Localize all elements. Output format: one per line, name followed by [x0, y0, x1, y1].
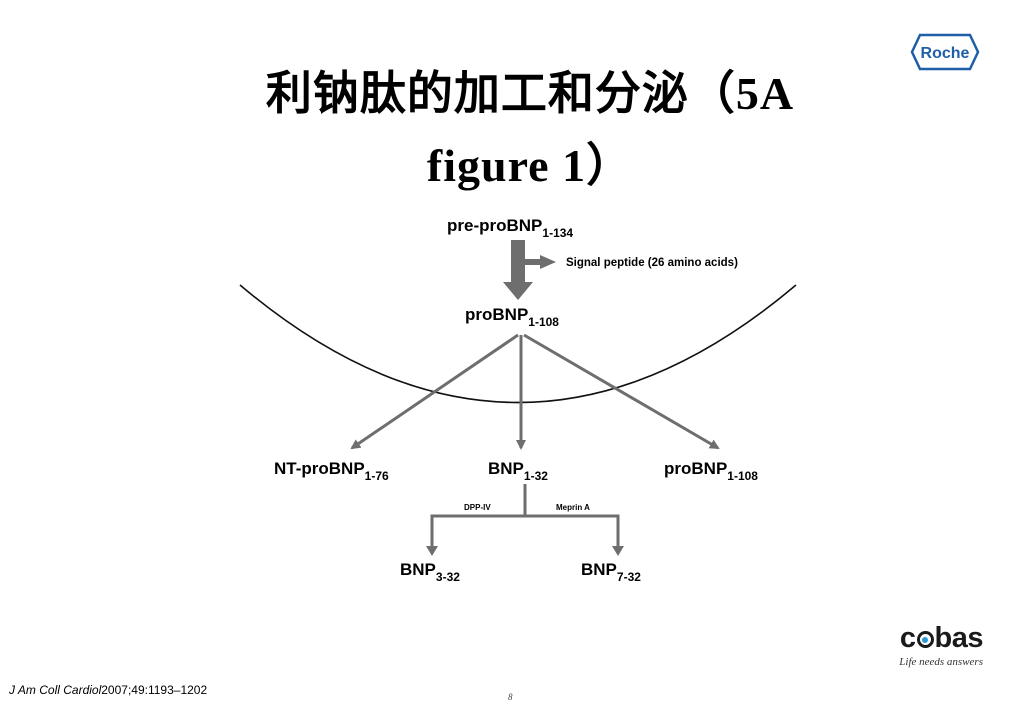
label-probnp: proBNP1-108 — [465, 305, 559, 329]
arrow-to-probnp — [523, 333, 720, 450]
title-line-1: 利钠肽的加工和分泌（5A — [265, 68, 795, 119]
thick-arrow-head — [503, 282, 533, 300]
cobas-tagline: Life needs answers — [899, 656, 983, 668]
roche-logo: Roche — [910, 33, 980, 71]
label-bnp-1-32: BNP1-32 — [488, 459, 548, 483]
arrow-to-nt-probnp — [350, 333, 519, 450]
bracket-bar — [430, 514, 620, 548]
label-dpp-iv: DPP-IV — [464, 503, 491, 512]
label-bnp-3-32: BNP3-32 — [400, 560, 460, 584]
label-pre-probnp: pre-proBNP1-134 — [447, 216, 573, 240]
label-bnp-7-32: BNP7-32 — [581, 560, 641, 584]
citation-journal: J Am Coll Cardiol — [9, 683, 102, 697]
signal-arrow-head — [540, 255, 556, 269]
page-number: 8 — [508, 692, 513, 702]
label-probnp-secreted: proBNP1-108 — [664, 459, 758, 483]
thick-arrow-shaft — [511, 240, 525, 282]
title-line-2: figure 1） — [426, 140, 634, 191]
arrow-to-bnp-7-32 — [612, 546, 624, 556]
label-meprin-a: Meprin A — [556, 503, 590, 512]
label-signal-peptide: Signal peptide (26 amino acids) — [566, 257, 738, 269]
citation: J Am Coll Cardiol2007;49:1193–1202 — [9, 683, 207, 697]
label-nt-probnp: NT-proBNP1-76 — [274, 459, 389, 483]
roche-logo-text: Roche — [921, 45, 970, 62]
roche-hexagon-icon: Roche — [910, 33, 980, 71]
citation-ref: 2007;49:1193–1202 — [101, 683, 208, 697]
slide-title: 利钠肽的加工和分泌（5A figure 1） — [180, 58, 880, 202]
cobas-o-icon — [916, 631, 934, 648]
cell-membrane-arc — [239, 284, 797, 404]
arrow-to-bnp-3-32 — [426, 546, 438, 556]
